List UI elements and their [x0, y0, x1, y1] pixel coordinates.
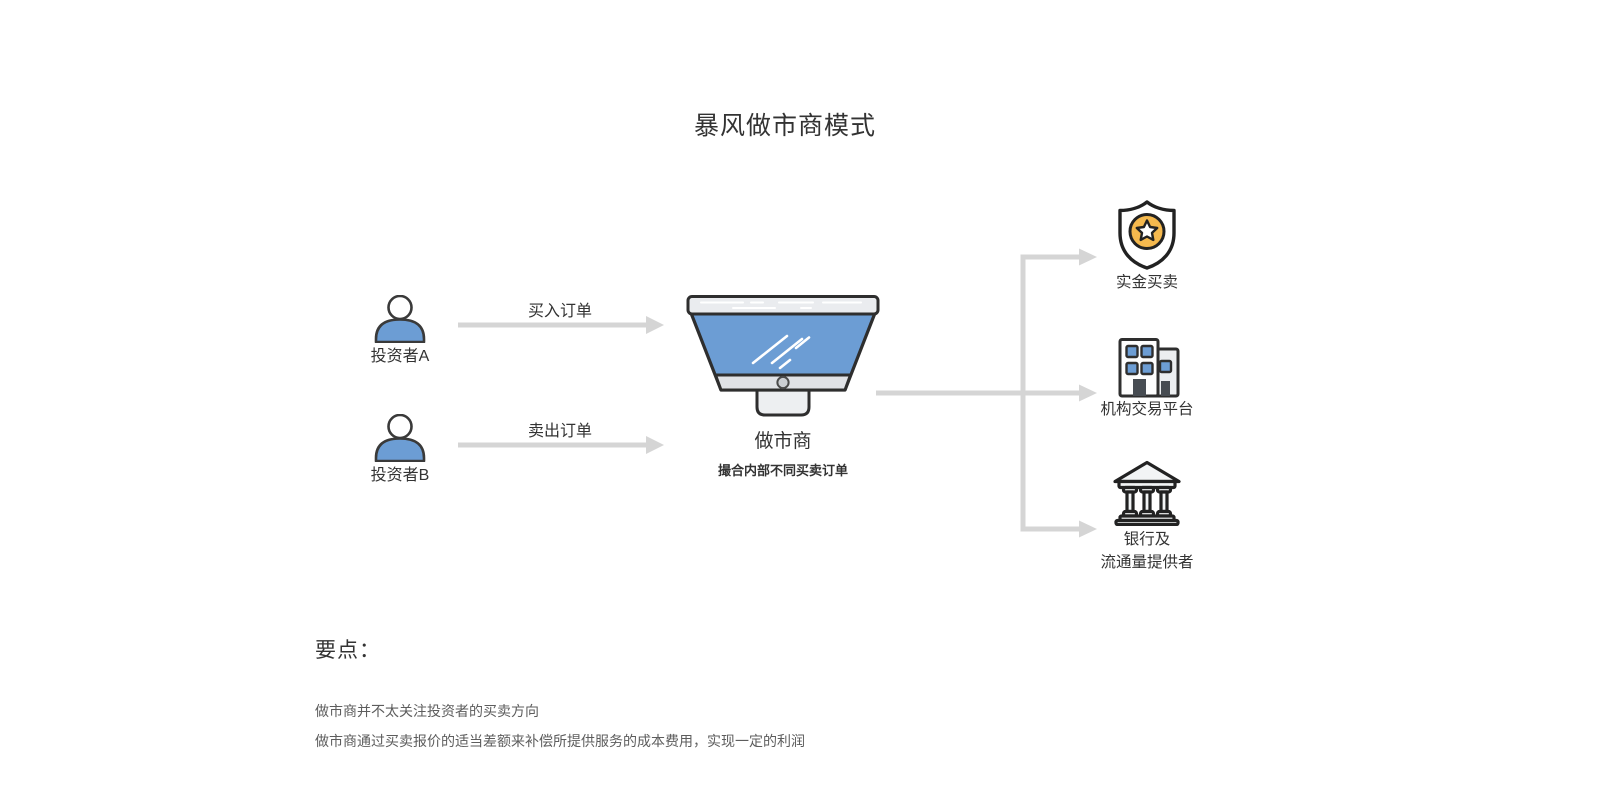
market-maker-node: [683, 293, 883, 423]
person-icon: [374, 294, 426, 344]
note-item: 做市商通过买卖报价的适当差额来补偿所提供服务的成本费用，实现一定的利润: [315, 733, 805, 749]
real-gold-trading-node: [1114, 199, 1180, 276]
market-maker-sublabel: 撮合内部不同买卖订单: [717, 463, 848, 478]
sell-order-label: 卖出订单: [527, 423, 592, 440]
bank-icon: [1113, 460, 1181, 527]
investor-a-label: 投资者A: [370, 348, 430, 365]
real-gold-trading-label: 实金买卖: [1115, 274, 1178, 291]
bank-liquidity-label: 银行及 流通量提供者: [1100, 531, 1194, 571]
investor-b-label: 投资者B: [370, 467, 430, 484]
monitor-icon: [686, 295, 880, 417]
bank-liquidity-node: [1110, 460, 1184, 531]
institutional-platform-label: 机构交易平台: [1100, 401, 1194, 418]
page-title: 暴风做市商模式: [693, 112, 876, 140]
shield-star-icon: [1118, 200, 1176, 270]
buildings-icon: [1118, 338, 1180, 398]
person-icon: [374, 413, 426, 463]
market-maker-label: 做市商: [754, 431, 812, 452]
investor-b-node: [372, 413, 428, 467]
institutional-platform-node: [1112, 336, 1182, 403]
buy-order-label: 买入订单: [527, 303, 592, 320]
notes-heading: 要点：: [315, 639, 381, 662]
note-item: 做市商并不太关注投资者的买卖方向: [315, 703, 539, 719]
investor-a-node: [372, 294, 428, 348]
